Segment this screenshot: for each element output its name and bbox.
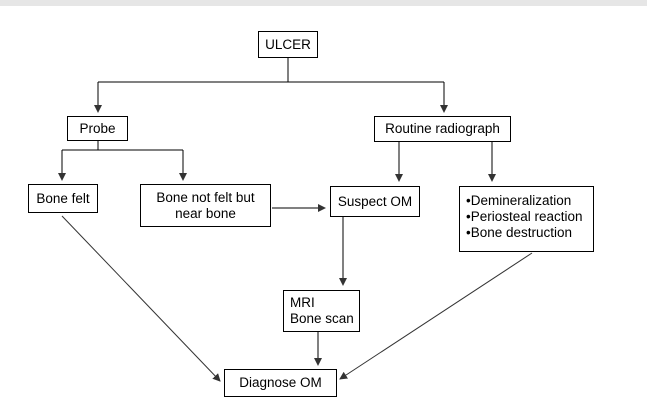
bone-felt-node: Bone felt bbox=[28, 184, 98, 213]
routine-radiograph-node: Routine radiograph bbox=[374, 116, 511, 142]
imaging-mri: MRI bbox=[290, 295, 315, 310]
ulcer-label: ULCER bbox=[265, 36, 311, 52]
findings-node: •Demineralization •Periosteal reaction •… bbox=[459, 186, 594, 252]
imaging-bone-scan: Bone scan bbox=[290, 311, 354, 326]
routine-radiograph-label: Routine radiograph bbox=[385, 121, 500, 136]
finding-bone-destruction: •Bone destruction bbox=[466, 225, 573, 240]
ulcer-node: ULCER bbox=[258, 31, 318, 58]
diagnose-om-label: Diagnose OM bbox=[239, 375, 322, 390]
top-divider bbox=[0, 0, 647, 6]
edge-findings-to-diagnose bbox=[339, 252, 533, 380]
bone-felt-label: Bone felt bbox=[36, 190, 90, 206]
suspect-om-node: Suspect OM bbox=[330, 186, 420, 217]
finding-periosteal-reaction: •Periosteal reaction bbox=[466, 209, 583, 224]
probe-label: Probe bbox=[79, 120, 116, 136]
bone-not-felt-line-2: near bone bbox=[175, 205, 236, 221]
imaging-node: MRI Bone scan bbox=[283, 290, 360, 332]
finding-demineralization: •Demineralization bbox=[466, 193, 572, 208]
bone-not-felt-node: Bone not felt but near bone bbox=[140, 184, 271, 227]
bone-not-felt-line-1: Bone not felt but bbox=[156, 189, 255, 205]
suspect-om-label: Suspect OM bbox=[337, 193, 413, 209]
probe-node: Probe bbox=[67, 116, 128, 141]
edge-bone-felt-to-diagnose bbox=[61, 215, 221, 382]
diagnose-om-node: Diagnose OM bbox=[224, 369, 337, 397]
